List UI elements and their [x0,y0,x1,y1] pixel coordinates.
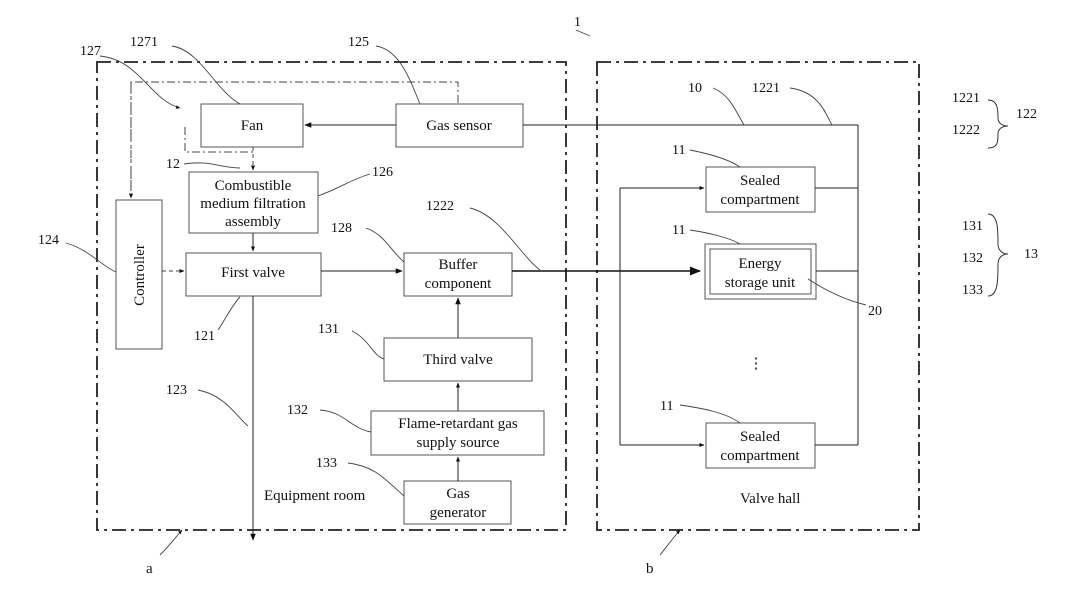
filtration-label-line-1: Combustible [215,178,292,194]
flame-source-label-line-2: supply source [417,435,500,451]
leader-125 [376,46,420,104]
ref-133: 133 [316,456,337,471]
ref-10: 10 [688,81,702,96]
ellipsis: ⋮ [749,356,764,372]
sealed-top-label-line-1: Sealed [740,173,780,189]
leader-11-b [690,230,740,244]
ref-1271: 1271 [130,35,158,50]
buffer-label-line-1: Buffer [439,257,478,273]
gas-sensor-label: Gas sensor [426,118,491,134]
sealed-top-label-line-2: compartment [720,192,800,208]
flame-source-label-line-1: Flame-retardant gas [398,416,518,432]
leader-1271 [172,46,240,104]
leader-126 [318,174,370,196]
energy-unit-label-line-2: storage unit [725,275,796,291]
leader-128 [366,228,404,262]
leader-124 [66,243,116,272]
legend-13-item-1: 131 [962,219,983,234]
ref-20: 20 [868,304,882,319]
ref-127: 127 [80,44,101,59]
sealed-bottom-label-line-1: Sealed [740,429,780,445]
leader-121 [218,297,240,330]
leader-131 [352,331,384,359]
leader-132 [320,410,371,432]
ref-1221-top: 1221 [752,81,780,96]
ref-1: 1 [574,15,581,30]
leader-11-c [680,405,740,423]
ref-124: 124 [38,233,59,248]
third-valve-label: Third valve [423,352,493,368]
ref-128: 128 [331,221,352,236]
valve-hall-label: Valve hall [740,491,800,507]
leader-b [660,530,680,555]
energy-unit-label-line-1: Energy [738,256,782,272]
ref-121: 121 [194,329,215,344]
ref-11-b: 11 [672,223,685,238]
equipment-room-label: Equipment room [264,488,366,504]
ref-1222-mid: 1222 [426,199,454,214]
leader-11-a [690,150,740,167]
leader-a [160,530,182,555]
legend-122-label: 122 [1016,107,1037,122]
leader-10 [713,88,744,125]
leader-12 [184,163,240,168]
leader-20 [808,279,866,305]
leader-1 [576,30,590,36]
legend-13-item-3: 133 [962,283,983,298]
region-ref-a: a [146,561,153,577]
legend-122-item-1: 1221 [952,91,980,106]
ref-126: 126 [372,165,393,180]
legend-122-item-2: 1222 [952,123,980,138]
leader-123 [198,390,248,426]
ref-132: 132 [287,403,308,418]
filtration-label-line-3: assembly [225,214,281,230]
ref-123: 123 [166,383,187,398]
ref-11-c: 11 [660,399,673,414]
filtration-label-line-2: medium filtration [200,196,306,212]
fan-label: Fan [241,118,264,134]
brace-13 [988,214,1008,296]
gas-generator-label-line-2: generator [430,505,487,521]
ref-125: 125 [348,35,369,50]
region-ref-b: b [646,561,654,577]
brace-122 [988,100,1008,148]
first-valve-label: First valve [221,265,285,281]
controller-label: Controller [132,244,148,306]
ref-131: 131 [318,322,339,337]
buffer-label-line-2: component [425,276,492,292]
legend-13-label: 13 [1024,247,1038,262]
gas-generator-label-line-1: Gas [446,486,469,502]
sealed-bottom-label-line-2: compartment [720,448,800,464]
legend-13-item-2: 132 [962,251,983,266]
ref-12: 12 [166,157,180,172]
leader-1221 [790,88,832,125]
ref-11-a: 11 [672,143,685,158]
